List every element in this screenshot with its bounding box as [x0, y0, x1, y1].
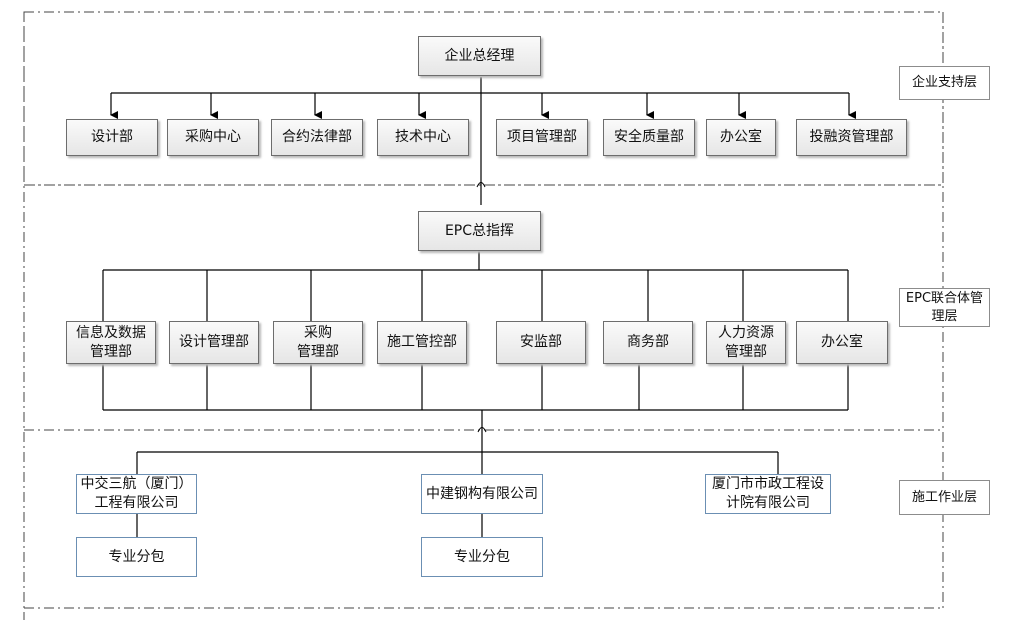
construction-layer-label: 施工作业层 — [899, 480, 990, 515]
contract-legal-dept-box: 合约法律部 — [271, 119, 363, 156]
cccc-third-harbor-company-box: 中交三航（厦门） 工程有限公司 — [76, 474, 197, 514]
office-box-epc: 办公室 — [796, 321, 888, 364]
safety-supervision-dept-box: 安监部 — [496, 321, 586, 364]
construction-control-dept-box: 施工管控部 — [377, 321, 467, 364]
human-resources-dept-box: 人力资源 管理部 — [706, 321, 786, 364]
subcontract-box-1: 专业分包 — [76, 537, 197, 577]
investment-finance-dept-box: 投融资管理部 — [796, 119, 907, 156]
technology-center-box: 技术中心 — [377, 119, 469, 156]
xiamen-municipal-design-institute-box: 厦门市市政工程设 计院有限公司 — [705, 474, 831, 514]
epc-management-layer-label: EPC联合体管 理层 — [899, 288, 990, 327]
support-layer-label: 企业支持层 — [899, 66, 990, 100]
office-box-top: 办公室 — [706, 119, 776, 156]
general-manager-box: 企业总经理 — [418, 36, 541, 76]
project-management-dept-box: 项目管理部 — [496, 119, 588, 156]
info-data-dept-box: 信息及数据 管理部 — [66, 321, 156, 364]
design-dept-box: 设计部 — [66, 119, 158, 156]
design-management-dept-box: 设计管理部 — [169, 321, 259, 364]
procurement-center-box: 采购中心 — [167, 119, 259, 156]
business-dept-box: 商务部 — [603, 321, 693, 364]
china-construction-steel-company-box: 中建钢构有限公司 — [421, 474, 543, 514]
subcontract-box-2: 专业分包 — [421, 537, 543, 577]
epc-commander-box: EPC总指挥 — [418, 211, 541, 251]
procurement-management-dept-box: 采购 管理部 — [273, 321, 363, 364]
safety-quality-dept-box: 安全质量部 — [603, 119, 695, 156]
